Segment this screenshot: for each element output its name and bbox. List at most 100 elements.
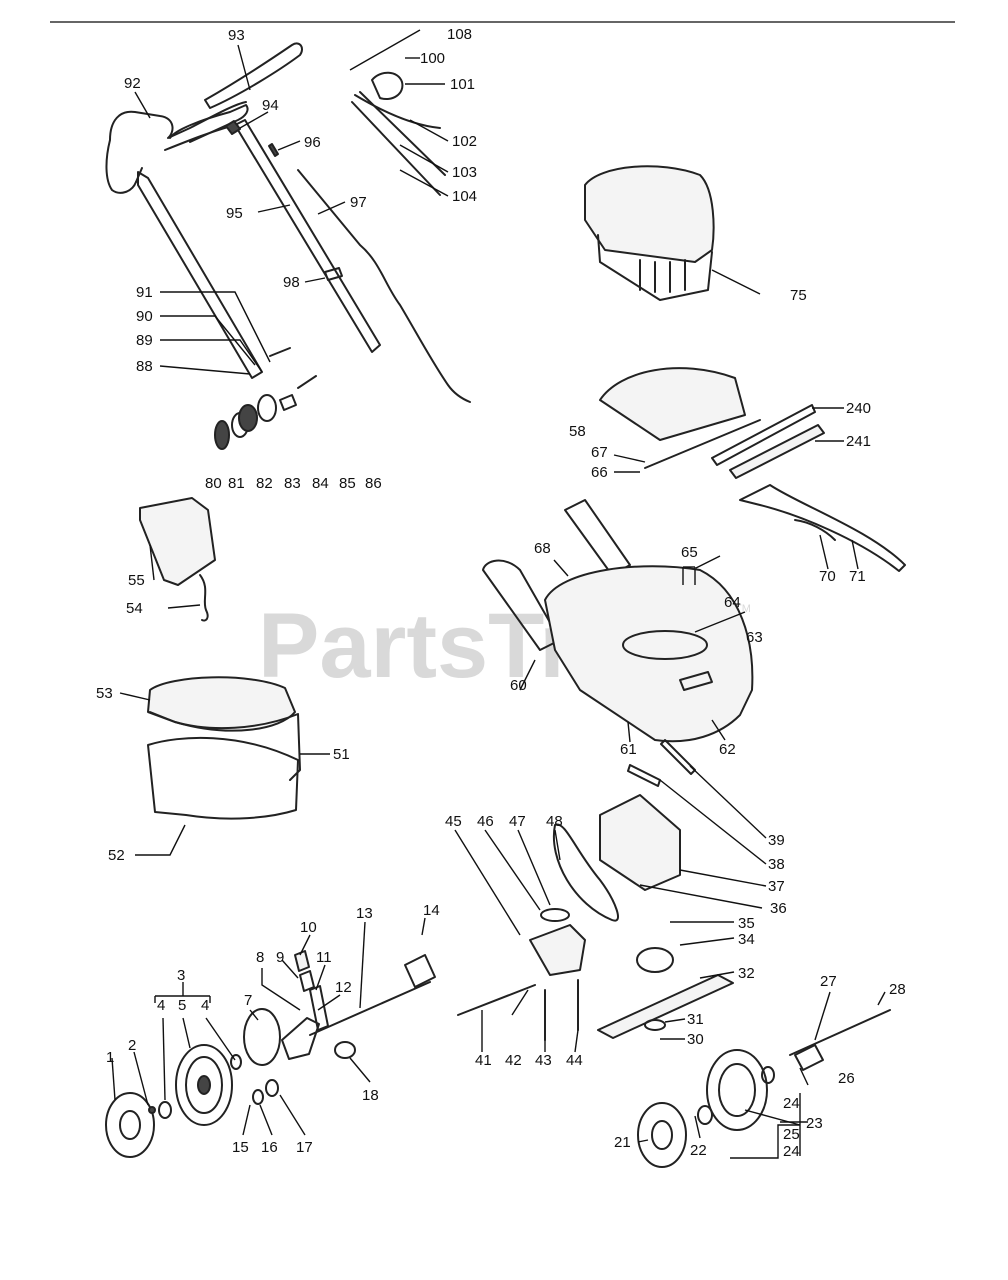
deck-assembly (482, 499, 754, 743)
callout-label: 43 (535, 1052, 552, 1069)
cover-shell (599, 367, 746, 441)
callout-label: 66 (591, 464, 608, 481)
callout-label: 103 (452, 164, 477, 181)
blade-32 (597, 974, 734, 1039)
callout-label: 68 (534, 540, 551, 557)
callout-label: 35 (738, 915, 755, 932)
gearbox-assembly (457, 739, 734, 1041)
callout-label: 240 (846, 400, 871, 417)
lever-rod-103 (359, 91, 446, 176)
callout-label: 30 (687, 1031, 704, 1048)
callout-label: 70 (819, 568, 836, 585)
bracket-68a (564, 499, 631, 576)
height-adjuster-80-86 (214, 347, 317, 450)
handle-assembly (105, 29, 471, 403)
hubcap-1-center (119, 1110, 141, 1140)
callout-label: 53 (96, 685, 113, 702)
bolt-88 (269, 347, 291, 357)
callout-label: 21 (614, 1134, 631, 1151)
callout-label: 61 (620, 741, 637, 758)
callout-label: 8 (256, 949, 264, 966)
engine-75 (584, 165, 715, 301)
handle-crossbar (164, 124, 236, 151)
upper-handle-bar-92 (135, 104, 249, 183)
callout-label: 9 (276, 949, 284, 966)
callout-label: 39 (768, 832, 785, 849)
lever-101 (371, 71, 404, 100)
wheel-5-hub (197, 1075, 211, 1095)
callout-label: 7 (244, 992, 252, 1009)
bearing-24 (697, 1105, 713, 1125)
callout-label: 64 (724, 594, 741, 611)
left-rear-wheel (105, 1044, 242, 1158)
callout-label: 92 (124, 75, 141, 92)
wheel-5 (175, 1044, 233, 1126)
bearing-4b (230, 1054, 242, 1070)
callout-label: 11 (316, 949, 332, 966)
lever-rod-104 (351, 101, 441, 196)
bolt-86 (297, 375, 317, 389)
bushing-18 (334, 1041, 356, 1059)
part-16 (252, 1089, 264, 1105)
callout-label: 101 (450, 76, 475, 93)
belt-48 (552, 823, 619, 922)
callout-label: 62 (719, 741, 736, 758)
callout-label: 34 (738, 931, 755, 948)
callout-label: 85 (339, 475, 356, 492)
handle-left-rail (137, 171, 263, 379)
bar-71 (739, 484, 906, 572)
callout-label: 32 (738, 965, 755, 982)
callout-label: 41 (475, 1052, 492, 1069)
deck-63 (544, 565, 754, 743)
washer-31 (644, 1019, 666, 1031)
callout-label: 241 (846, 433, 871, 450)
pulley-34 (636, 947, 674, 973)
callout-label: 83 (284, 475, 301, 492)
deck-opening-64 (622, 630, 708, 660)
gear-cover-7 (243, 1008, 281, 1066)
spring-70 (794, 519, 836, 541)
engine-shroud (584, 165, 715, 263)
grass-catcher-51-55 (139, 497, 301, 820)
engine-fins (639, 259, 686, 293)
callout-label: 82 (256, 475, 273, 492)
callout-label: 51 (333, 746, 350, 763)
callout-label: 65 (681, 544, 698, 561)
bracket-26 (794, 1044, 824, 1071)
callout-label: 18 (362, 1087, 379, 1104)
washer-47 (540, 908, 570, 922)
callout-label: 17 (296, 1139, 313, 1156)
callout-label: 71 (849, 568, 866, 585)
gearbox-46 (529, 924, 586, 976)
callout-label: 36 (770, 900, 787, 917)
callout-label: 75 (790, 287, 807, 304)
callout-label: 97 (350, 194, 367, 211)
handle-71 (739, 484, 906, 572)
tube-241 (729, 424, 825, 479)
spring-54 (199, 574, 209, 622)
callout-label: 1 (106, 1049, 114, 1066)
callout-label: 55 (128, 572, 145, 589)
handle-right-rail-95 (234, 119, 381, 353)
callout-label: 38 (768, 856, 785, 873)
callout-label: 47 (509, 813, 526, 830)
housing-37 (599, 794, 681, 891)
part-39 (660, 739, 696, 775)
part-83 (257, 394, 277, 422)
callout-label: 84 (312, 475, 329, 492)
bracket-14 (404, 954, 436, 988)
callout-label: 52 (108, 847, 125, 864)
callout-label: 42 (505, 1052, 522, 1069)
callout-label: 88 (136, 358, 153, 375)
callout-label: 102 (452, 133, 477, 150)
callout-label: 5 (178, 997, 186, 1014)
wheel-25-inner (718, 1063, 756, 1117)
callout-label: 90 (136, 308, 153, 325)
callout-label: 54 (126, 600, 143, 617)
cover-58 (599, 367, 825, 479)
callout-label: 44 (566, 1052, 583, 1069)
callout-label: 98 (283, 274, 300, 291)
bearing-24b (761, 1066, 775, 1084)
callout-label: 86 (365, 475, 382, 492)
